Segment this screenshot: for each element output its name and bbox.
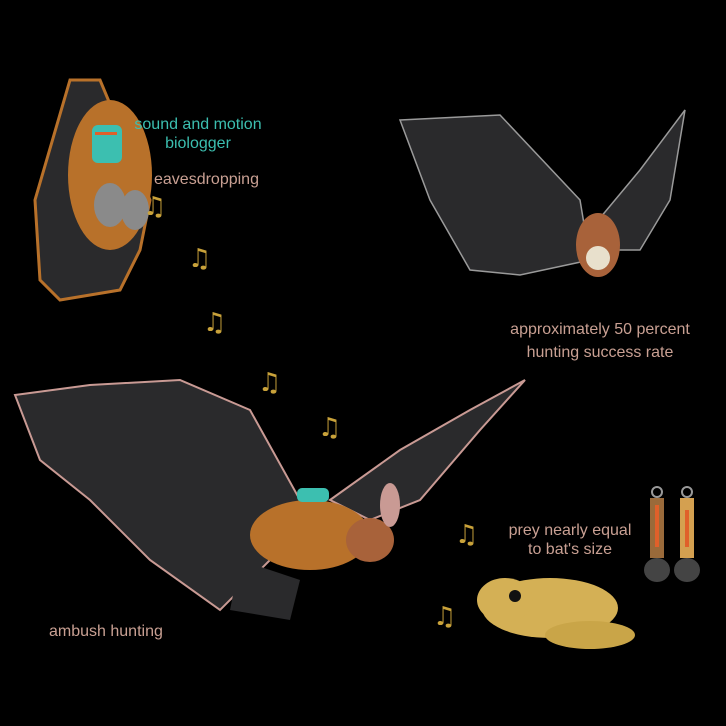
prey-size-label-line: prey nearly equal	[508, 522, 632, 539]
biologger-label: sound and motion biologger	[128, 115, 268, 153]
hanging-bat-ear	[121, 190, 149, 230]
music-note-icon: ♫	[318, 413, 342, 443]
spring-scale-frog	[674, 486, 700, 582]
ambush-bat-right-wing	[328, 379, 526, 522]
ambush-bat-ear	[380, 483, 400, 527]
frog-leg	[545, 621, 635, 649]
ambush-bat-tail-membrane	[230, 560, 300, 620]
frog-eye	[509, 590, 521, 602]
ambush-bat-body	[250, 500, 370, 570]
prey-item	[586, 246, 610, 270]
frog	[477, 578, 635, 649]
music-note-icon: ♫	[143, 192, 167, 222]
ambush-hunting-label: ambush hunting	[49, 623, 163, 640]
eavesdropping-label: eavesdropping	[154, 171, 259, 188]
prey-size-label: prey nearly equal to bat's size	[500, 521, 640, 559]
music-note-icon: ♫	[203, 308, 227, 338]
success-rate-label-line: hunting success rate	[526, 344, 674, 361]
biologger-stripe	[95, 132, 117, 135]
hanging-bat	[33, 78, 152, 302]
success-rate-label: approximately 50 percent hunting success…	[495, 320, 705, 362]
ambush-bat	[13, 378, 526, 620]
biologger-tag	[297, 488, 329, 502]
music-note-icon: ♫	[455, 520, 479, 550]
ambush-bat-head	[346, 518, 394, 562]
flying-bat-small	[398, 109, 686, 277]
spring-scale-bat	[644, 486, 670, 582]
biologger-label-line: biologger	[165, 135, 231, 152]
frog-head	[477, 578, 533, 622]
music-note-icon: ♫	[433, 602, 457, 632]
hanging-bat-ear	[94, 183, 126, 227]
music-note-icon: ♫	[258, 368, 282, 398]
prey-size-label-line: to bat's size	[528, 541, 612, 558]
success-rate-label-line: approximately 50 percent	[510, 321, 690, 338]
music-note-icon: ♫	[188, 244, 212, 274]
flying-bat-left-wing	[398, 114, 591, 276]
biologger-label-line: sound and motion	[134, 116, 262, 133]
biologger-tag	[92, 125, 122, 163]
